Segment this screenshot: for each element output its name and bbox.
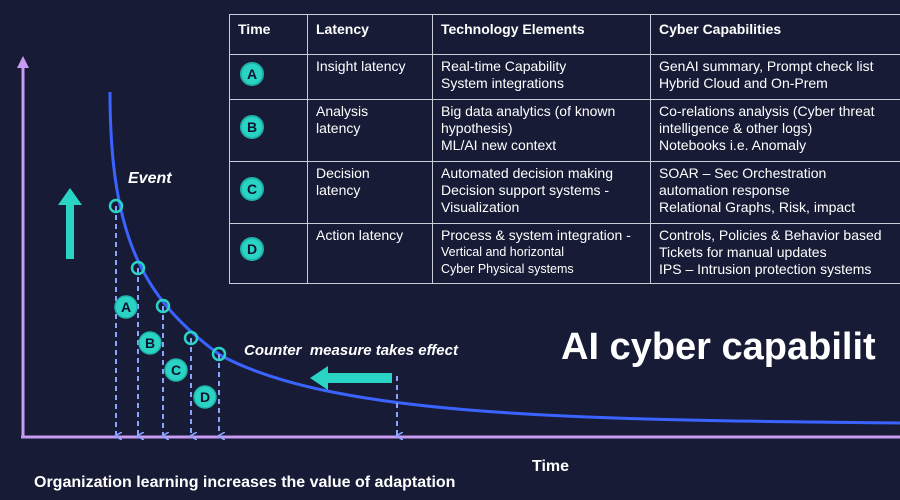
- tech-c-line-3: Visualization: [441, 199, 520, 215]
- cap-a-line-1: GenAI summary, Prompt check list: [659, 58, 874, 74]
- tech-d-line-3: Cyber Physical systems: [441, 262, 574, 276]
- latency-d-line: Action latency: [316, 227, 404, 243]
- header-latency: Latency: [307, 14, 433, 55]
- curve-point-c: [183, 330, 199, 346]
- left-arrow-icon: [310, 366, 392, 390]
- footer-text: Organization learning increases the valu…: [34, 474, 455, 491]
- badge-b: B: [240, 115, 264, 139]
- header-technology: Technology Elements: [432, 14, 651, 55]
- badge-c: C: [240, 177, 264, 201]
- countermeasure-label: Counter measure takes effect: [244, 342, 459, 359]
- marker-letter-d: D: [200, 389, 210, 405]
- slide-title: AI cyber capabilit: [561, 326, 876, 368]
- badge-a: A: [240, 62, 264, 86]
- marker-badge-b: B: [138, 331, 162, 355]
- tech-a-line-1: Real-time Capability: [441, 58, 567, 74]
- event-label: Event: [128, 170, 172, 187]
- tech-b-line-3: ML/AI new context: [441, 137, 557, 153]
- table-row: A Insight latency Real-time Capability S…: [229, 54, 900, 100]
- marker-badge-a: A: [114, 295, 138, 319]
- tech-d-line-2: Vertical and horizontal: [441, 245, 564, 259]
- latency-table: Time Latency Technology Elements Cyber C…: [229, 14, 900, 284]
- cap-d-line-2: Tickets for manual updates: [659, 244, 827, 260]
- header-time: Time: [229, 14, 308, 55]
- table-header-row: Time Latency Technology Elements Cyber C…: [229, 14, 900, 55]
- curve-point-a: [130, 260, 146, 276]
- latency-a-line: Insight latency: [316, 58, 406, 74]
- up-arrow-icon: [58, 188, 82, 259]
- table-row: D Action latency Process & system integr…: [229, 223, 900, 284]
- cap-b-line-2: intelligence & other logs): [659, 120, 813, 136]
- marker-badge-c: C: [164, 358, 188, 382]
- tech-a-line-2: System integrations: [441, 75, 564, 91]
- tech-d-line-1: Process & system integration -: [441, 227, 631, 243]
- cap-a-line-2: Hybrid Cloud and On-Prem: [659, 75, 828, 91]
- curve-point-event: [108, 198, 124, 214]
- marker-letter-c: C: [171, 362, 181, 378]
- cap-c-line-3: Relational Graphs, Risk, impact: [659, 199, 856, 215]
- cap-b-line-1: Co-relations analysis (Cyber threat: [659, 103, 875, 119]
- cap-b-line-3: Notebooks i.e. Anomaly: [659, 137, 807, 153]
- curve-point-b: [155, 298, 171, 314]
- cap-d-line-1: Controls, Policies & Behavior based: [659, 227, 882, 243]
- badge-d: D: [240, 237, 264, 261]
- marker-letter-b: B: [145, 335, 155, 351]
- x-axis-label: Time: [532, 458, 569, 475]
- latency-c-line-1: Decision: [316, 165, 370, 181]
- latency-c-line-2: latency: [316, 182, 361, 198]
- cap-d-line-3: IPS – Intrusion protection systems: [659, 261, 872, 277]
- tech-b-line-1: Big data analytics (of known: [441, 103, 616, 119]
- cap-c-line-1: SOAR – Sec Orchestration: [659, 165, 827, 181]
- latency-b-line-1: Analysis: [316, 103, 369, 119]
- marker-badge-d: D: [193, 385, 217, 409]
- latency-b-line-2: latency: [316, 120, 361, 136]
- latency-curve: [108, 91, 900, 425]
- cap-c-line-2: automation response: [659, 182, 790, 198]
- latency-table-container: Time Latency Technology Elements Cyber C…: [229, 14, 900, 284]
- table-row: C Decision latency Automated decision ma…: [229, 161, 900, 224]
- tech-b-line-2: hypothesis): [441, 120, 513, 136]
- tech-c-line-2: Decision support systems -: [441, 182, 610, 198]
- header-capabilities: Cyber Capabilities: [650, 14, 900, 55]
- curve-point-d: [211, 346, 227, 362]
- y-axis-arrowhead: [17, 56, 29, 68]
- table-row: B Analysis latency Big data analytics (o…: [229, 99, 900, 162]
- tech-c-line-1: Automated decision making: [441, 165, 613, 181]
- marker-letter-a: A: [121, 299, 131, 315]
